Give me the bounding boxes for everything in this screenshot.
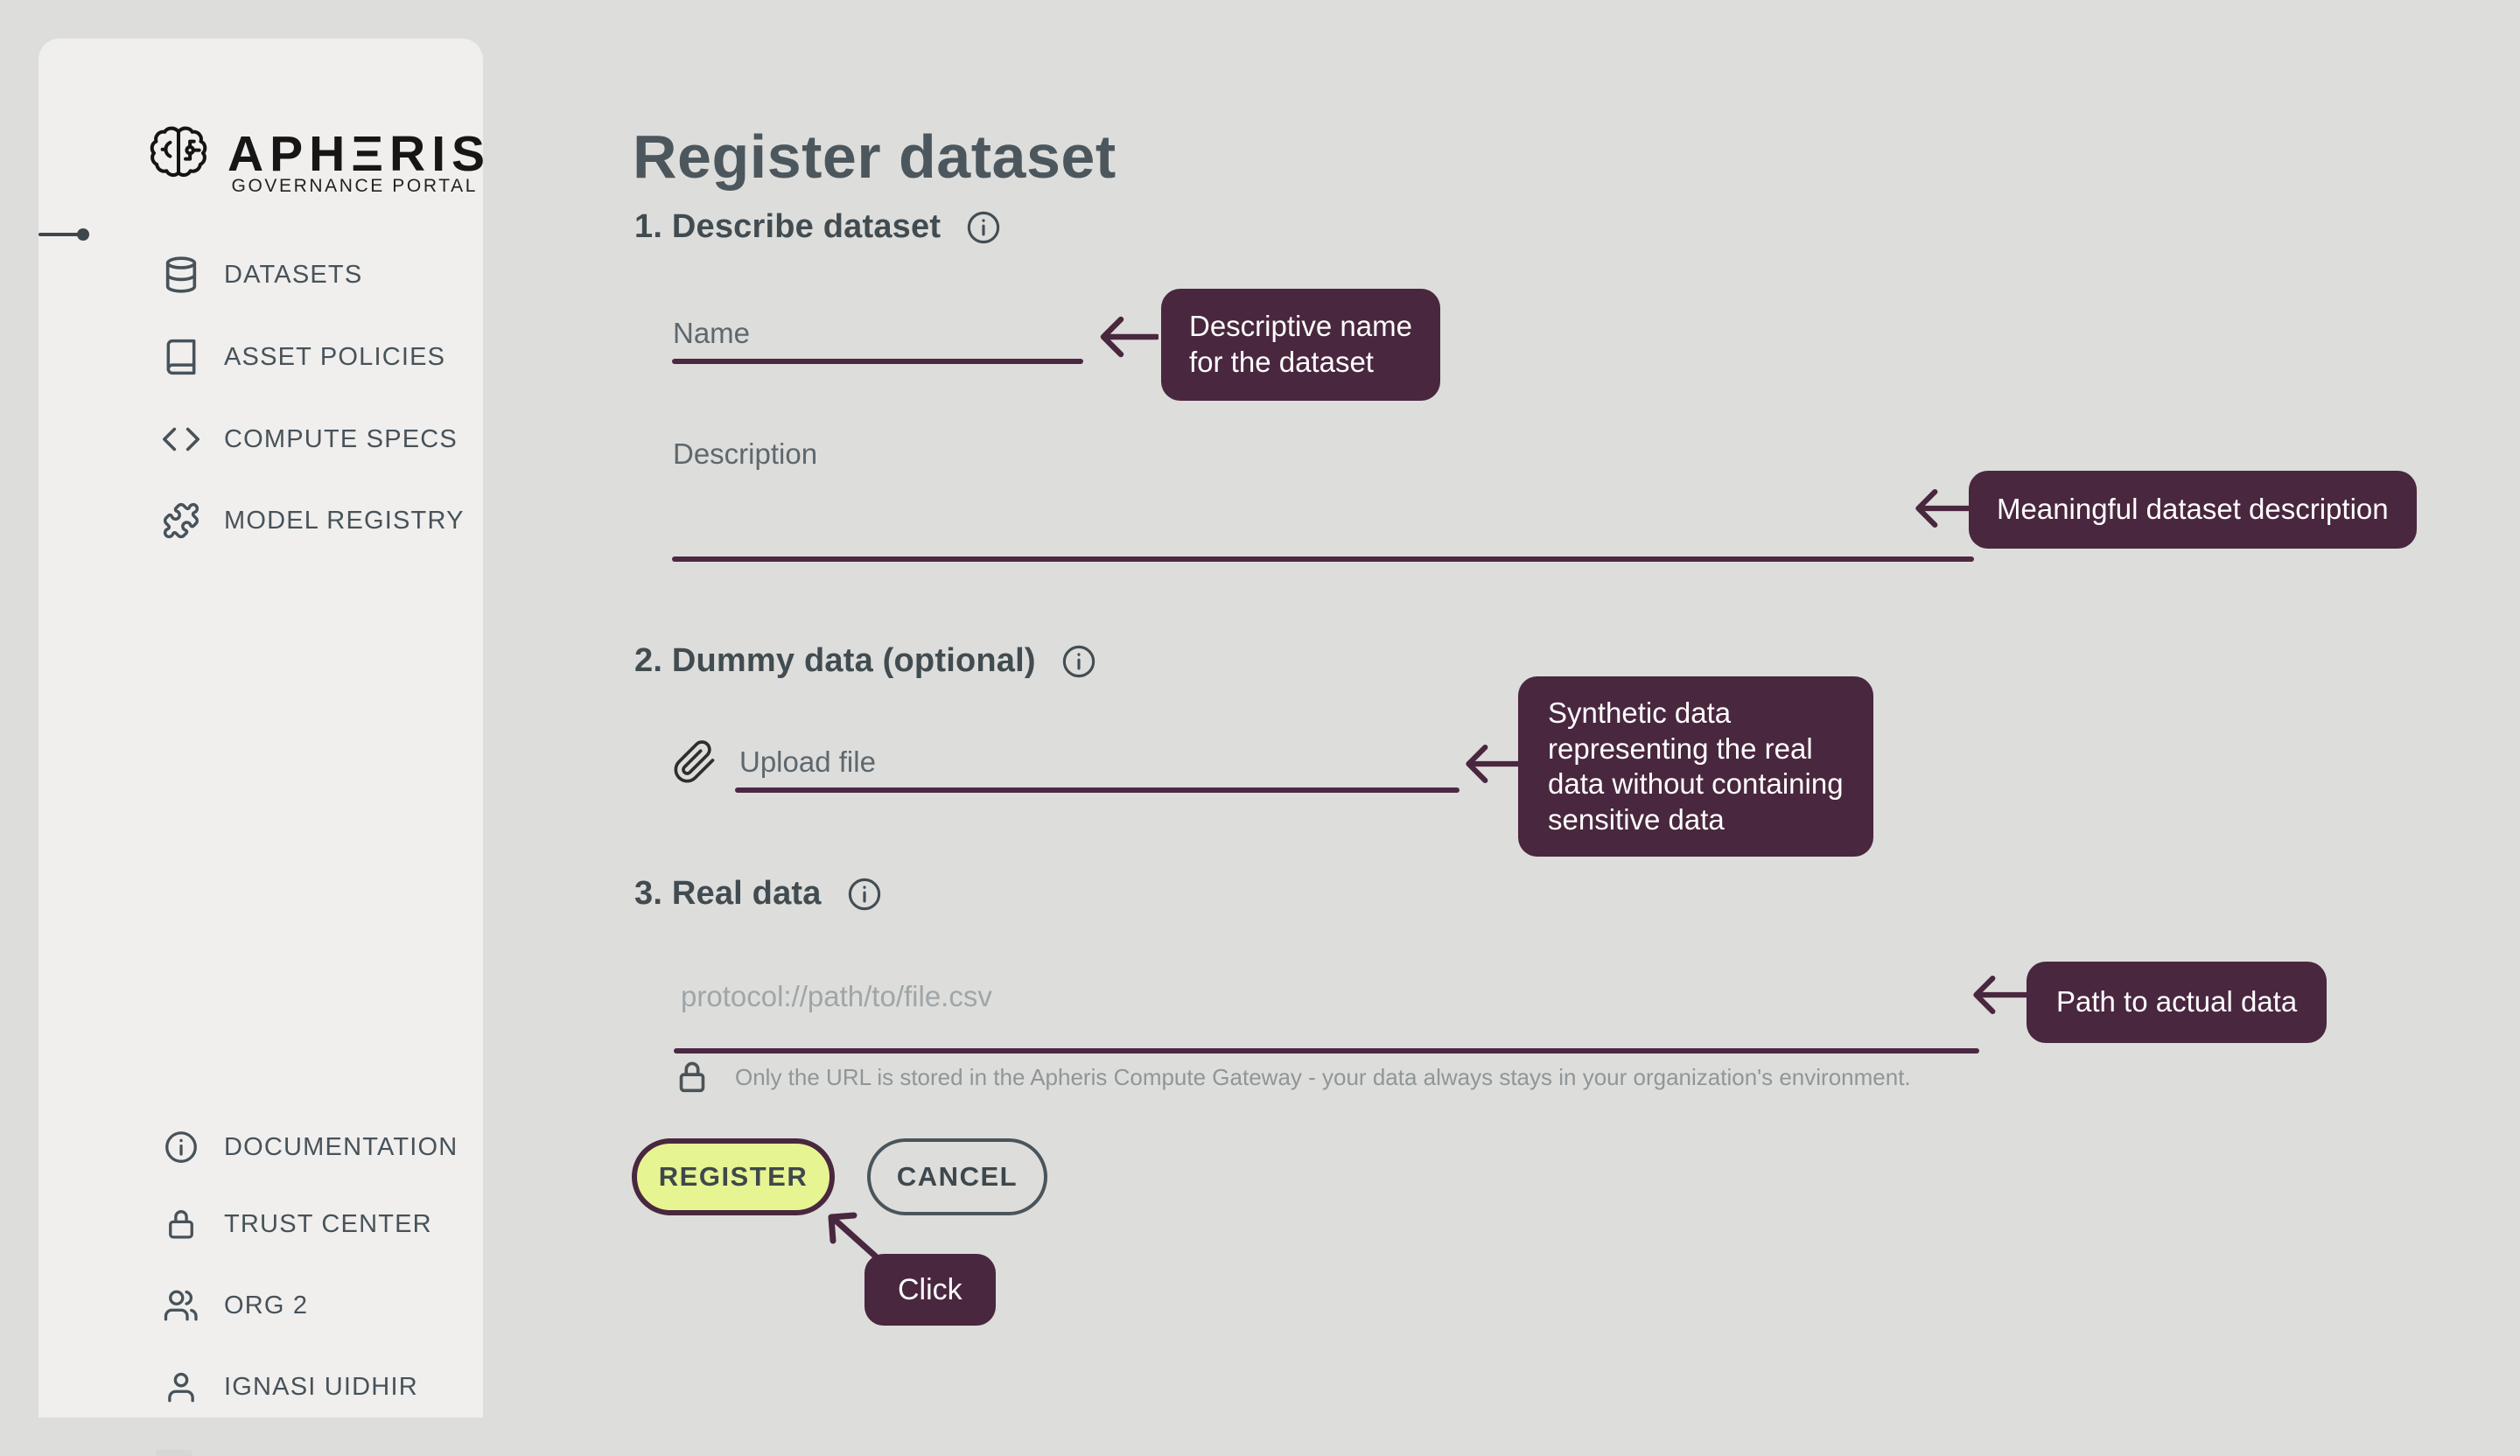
lock-icon (672, 1057, 712, 1097)
sidebar: APHΞRIS GOVERNANCE PORTAL DATASETS ASSET… (38, 38, 485, 1456)
user-icon (161, 1367, 201, 1407)
page-title: Register dataset (633, 122, 1116, 191)
sidebar-item-label: MODEL REGISTRY (224, 506, 465, 535)
real-data-input[interactable] (679, 973, 1960, 1020)
description-input-underline (672, 556, 1974, 562)
dummy-annotation-arrow-icon (1460, 738, 1521, 789)
description-annotation-tooltip: Meaningful dataset description (1969, 471, 2417, 549)
real-annotation-tooltip: Path to actual data (2026, 962, 2328, 1043)
sidebar-item-documentation[interactable]: DOCUMENTATION (161, 1126, 458, 1168)
click-annotation-tooltip: Click (864, 1254, 996, 1326)
description-input[interactable] (672, 429, 1974, 560)
name-input[interactable] (672, 298, 1083, 366)
sidebar-item-asset-policies[interactable]: ASSET POLICIES (161, 336, 445, 378)
sidebar-item-datasets[interactable]: DATASETS (161, 254, 362, 296)
sidebar-item-label: DOCUMENTATION (224, 1132, 458, 1161)
sidebar-item-label: ORG 2 (224, 1291, 309, 1320)
info-icon[interactable] (846, 876, 883, 913)
section-real-data: 3. Real data (634, 875, 883, 913)
sidebar-item-label: IGNASI UIDHIR (224, 1372, 418, 1401)
brand-tagline: GOVERNANCE PORTAL (231, 176, 478, 196)
dummy-annotation-tooltip: Synthetic data representing the real dat… (1518, 676, 1873, 858)
info-icon[interactable] (965, 209, 1002, 246)
active-nav-indicator-dot (77, 228, 89, 241)
section-dummy-data: 2. Dummy data (optional) (634, 642, 1097, 680)
info-icon (161, 1127, 201, 1167)
cancel-button[interactable]: CANCEL (867, 1138, 1047, 1215)
book-icon (161, 337, 201, 377)
name-annotation-tooltip: Descriptive name for the dataset (1161, 289, 1440, 401)
real-data-underline (674, 1048, 1979, 1054)
sidebar-item-label: COMPUTE SPECS (224, 424, 458, 453)
lock-icon (161, 1204, 201, 1244)
name-field-label: Name (673, 317, 751, 349)
brand-logo: APHΞRIS (142, 117, 491, 191)
sidebar-partial-bottom-icon (156, 1450, 192, 1456)
upload-file-underline (735, 788, 1460, 793)
description-annotation-arrow-icon (1909, 483, 1970, 534)
upload-file-input[interactable] (735, 732, 1460, 793)
name-input-underline (672, 359, 1083, 364)
active-nav-indicator-line (38, 233, 79, 236)
sidebar-item-label: TRUST CENTER (224, 1209, 432, 1238)
sidebar-item-model-registry[interactable]: MODEL REGISTRY (161, 500, 465, 542)
section-heading: 2. Dummy data (optional) (634, 642, 1036, 679)
real-annotation-arrow-icon (1967, 970, 2028, 1020)
info-icon[interactable] (1060, 643, 1097, 680)
users-icon (161, 1285, 201, 1326)
section-describe-dataset: 1. Describe dataset (634, 208, 1002, 246)
security-note-text: Only the URL is stored in the Apheris Co… (735, 1063, 1911, 1090)
sidebar-item-label: DATASETS (224, 260, 363, 289)
code-icon (161, 419, 201, 459)
brand-name: APHΞRIS (228, 125, 492, 182)
sidebar-item-compute-specs[interactable]: COMPUTE SPECS (161, 418, 458, 460)
sidebar-item-label: ASSET POLICIES (224, 342, 446, 371)
database-icon (161, 255, 201, 295)
name-annotation-arrow-icon (1094, 312, 1158, 362)
sidebar-item-trust-center[interactable]: TRUST CENTER (161, 1203, 432, 1245)
section-heading: 1. Describe dataset (634, 208, 942, 245)
description-field-label: Description (673, 438, 818, 470)
brain-icon (142, 117, 215, 191)
sidebar-item-org-2[interactable]: ORG 2 (161, 1284, 308, 1326)
register-button[interactable]: REGISTER (632, 1138, 835, 1215)
security-note-row: Only the URL is stored in the Apheris Co… (672, 1057, 1911, 1097)
upload-file-label: Upload file (739, 746, 876, 778)
sidebar-item-user-ignasi-uidhir[interactable]: IGNASI UIDHIR (161, 1366, 418, 1408)
section-heading: 3. Real data (634, 875, 822, 912)
puzzle-icon (161, 500, 201, 541)
paperclip-icon (672, 739, 718, 785)
